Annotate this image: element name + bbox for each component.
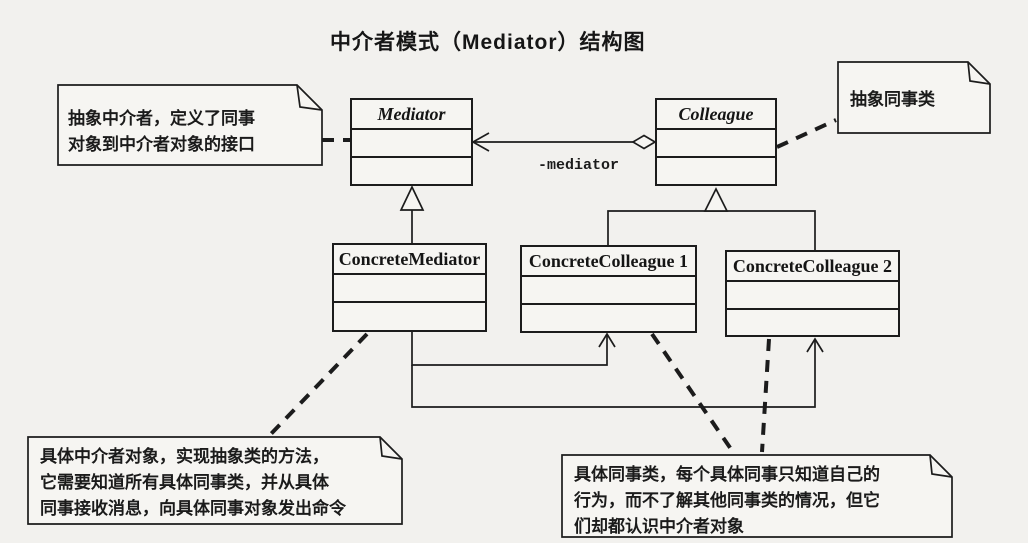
class-attrs-concrete-colleague-1 bbox=[522, 277, 695, 305]
note-anchor-concrete-colleague2 bbox=[760, 338, 771, 453]
class-box-concrete-mediator: ConcreteMediator bbox=[332, 243, 487, 332]
note-shape-concrete-mediator bbox=[27, 436, 403, 525]
class-name-concrete-colleague-2: ConcreteColleague 2 bbox=[727, 252, 898, 282]
open-arrow-colleague1-icon bbox=[598, 332, 616, 348]
note-anchor-concrete-mediator bbox=[266, 332, 369, 439]
class-attrs-concrete-mediator bbox=[334, 275, 485, 303]
open-arrow-colleague2-icon bbox=[806, 337, 824, 353]
association-arrow-icon bbox=[471, 132, 490, 152]
class-box-concrete-colleague-1: ConcreteColleague 1 bbox=[520, 245, 697, 333]
dependency-line-colleague1 bbox=[411, 332, 608, 366]
note-text-abstract-colleague: 抽象同事类 bbox=[850, 90, 935, 109]
note-anchor-colleague bbox=[776, 118, 837, 149]
page-title: 中介者模式（Mediator）结构图 bbox=[330, 31, 646, 54]
class-name-mediator: Mediator bbox=[352, 100, 471, 130]
note-shape-abstract-mediator bbox=[57, 84, 323, 166]
class-name-concrete-colleague-1: ConcreteColleague 1 bbox=[522, 247, 695, 277]
class-name-colleague: Colleague bbox=[657, 100, 775, 130]
association-role-label: -mediator bbox=[538, 157, 620, 174]
note-text-concrete-mediator: 具体中介者对象，实现抽象类的方法， 它需要知道所有具体同事类，并从具体 同事接收… bbox=[40, 447, 346, 518]
note-shape-abstract-colleague bbox=[837, 61, 991, 134]
generalization-triangle-colleague-icon bbox=[703, 187, 729, 212]
class-box-colleague: Colleague bbox=[655, 98, 777, 186]
generalization-triangle-mediator-icon bbox=[399, 185, 425, 211]
class-box-concrete-colleague-2: ConcreteColleague 2 bbox=[725, 250, 900, 337]
note-text-concrete-colleague: 具体同事类，每个具体同事只知道自己的 行为，而不了解其他同事类的情况，但它 们却… bbox=[574, 465, 880, 536]
note-anchor-concrete-colleague1 bbox=[650, 332, 735, 454]
class-attrs-concrete-colleague-2 bbox=[727, 282, 898, 310]
class-attrs-mediator bbox=[352, 130, 471, 158]
note-shape-concrete-colleague bbox=[561, 454, 953, 538]
note-text-abstract-mediator: 抽象中介者，定义了同事 对象到中介者对象的接口 bbox=[68, 109, 255, 154]
class-name-concrete-mediator: ConcreteMediator bbox=[334, 245, 485, 275]
dependency-line-colleague2 bbox=[411, 339, 816, 408]
aggregation-diamond-icon bbox=[631, 134, 657, 150]
class-box-mediator: Mediator bbox=[350, 98, 473, 186]
class-attrs-colleague bbox=[657, 130, 775, 158]
